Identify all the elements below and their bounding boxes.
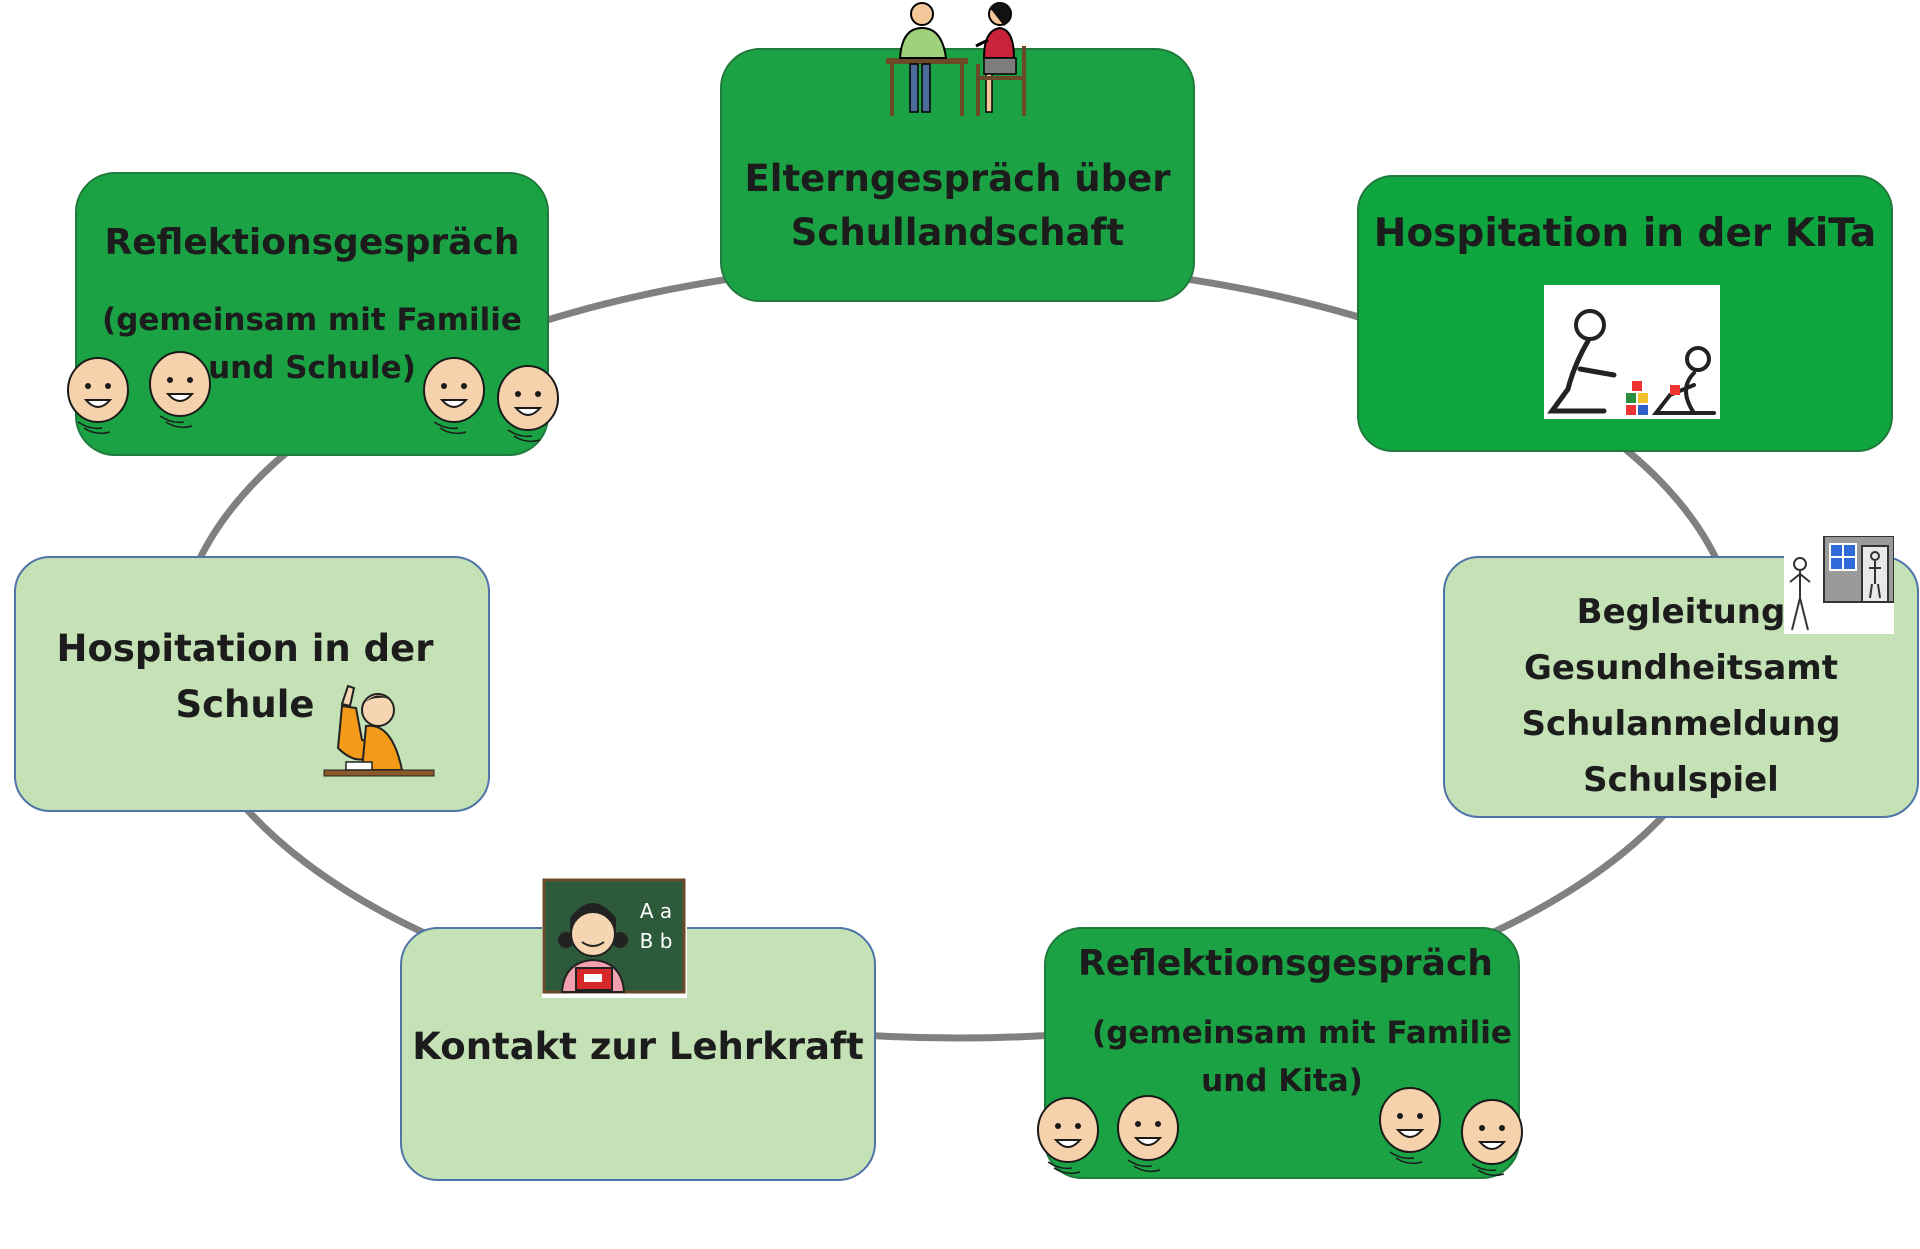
pupil-raising-hand-icon	[323, 684, 435, 777]
begleitung-line4: Schulspiel	[1583, 760, 1779, 800]
begleitung-line1: Begleitung	[1576, 592, 1786, 632]
health-office-icon	[1784, 536, 1894, 634]
hospitation-schule-line1: Hospitation in der	[56, 627, 434, 670]
begleitung-line3: Schulanmeldung	[1521, 704, 1841, 744]
begleitung-line2: Gesundheitsamt	[1524, 648, 1838, 688]
face-icon	[149, 351, 211, 429]
hospitation-schule-line2: Schule	[175, 683, 315, 726]
board-letters-row2: B b	[640, 929, 673, 953]
reflektion-kita-sub2: und Kita)	[1201, 1063, 1363, 1099]
node-kontakt-lehrkraft: Kontakt zur Lehrkraft	[400, 927, 876, 1181]
reflektion-schule-title: Reflektionsgespräch	[104, 222, 520, 263]
kita-play-icon	[1544, 285, 1720, 419]
reflektion-kita-title: Reflektionsgespräch	[1078, 943, 1493, 984]
elterngespraech-line2: Schullandschaft	[790, 211, 1125, 254]
hospitation-kita-title: Hospitation in der KiTa	[1373, 211, 1877, 256]
face-icon	[67, 357, 129, 435]
meeting-icon	[886, 2, 1026, 116]
reflektion-schule-sub1: (gemeinsam mit Familie	[102, 302, 522, 338]
node-begleitung: Begleitung Gesundheitsamt Schulanmeldung…	[1443, 556, 1919, 818]
kontakt-lehrkraft-title: Kontakt zur Lehrkraft	[412, 1025, 864, 1068]
face-icon	[1037, 1097, 1099, 1175]
board-letters-row1: A a	[640, 899, 672, 923]
face-icon	[1379, 1087, 1441, 1165]
face-icon	[1461, 1099, 1523, 1177]
face-icon	[423, 357, 485, 435]
reflektion-schule-sub2: und Schule)	[208, 350, 416, 386]
elterngespraech-line1: Elterngespräch über	[744, 157, 1171, 200]
node-elterngespraech: Elterngespräch über Schullandschaft	[720, 48, 1195, 302]
teacher-blackboard-icon: A a B b	[542, 878, 687, 998]
face-icon	[1117, 1095, 1179, 1173]
node-hospitation-schule: Hospitation in der Schule	[14, 556, 490, 812]
face-icon	[497, 365, 559, 443]
reflektion-kita-sub1: (gemeinsam mit Familie	[1092, 1015, 1512, 1051]
